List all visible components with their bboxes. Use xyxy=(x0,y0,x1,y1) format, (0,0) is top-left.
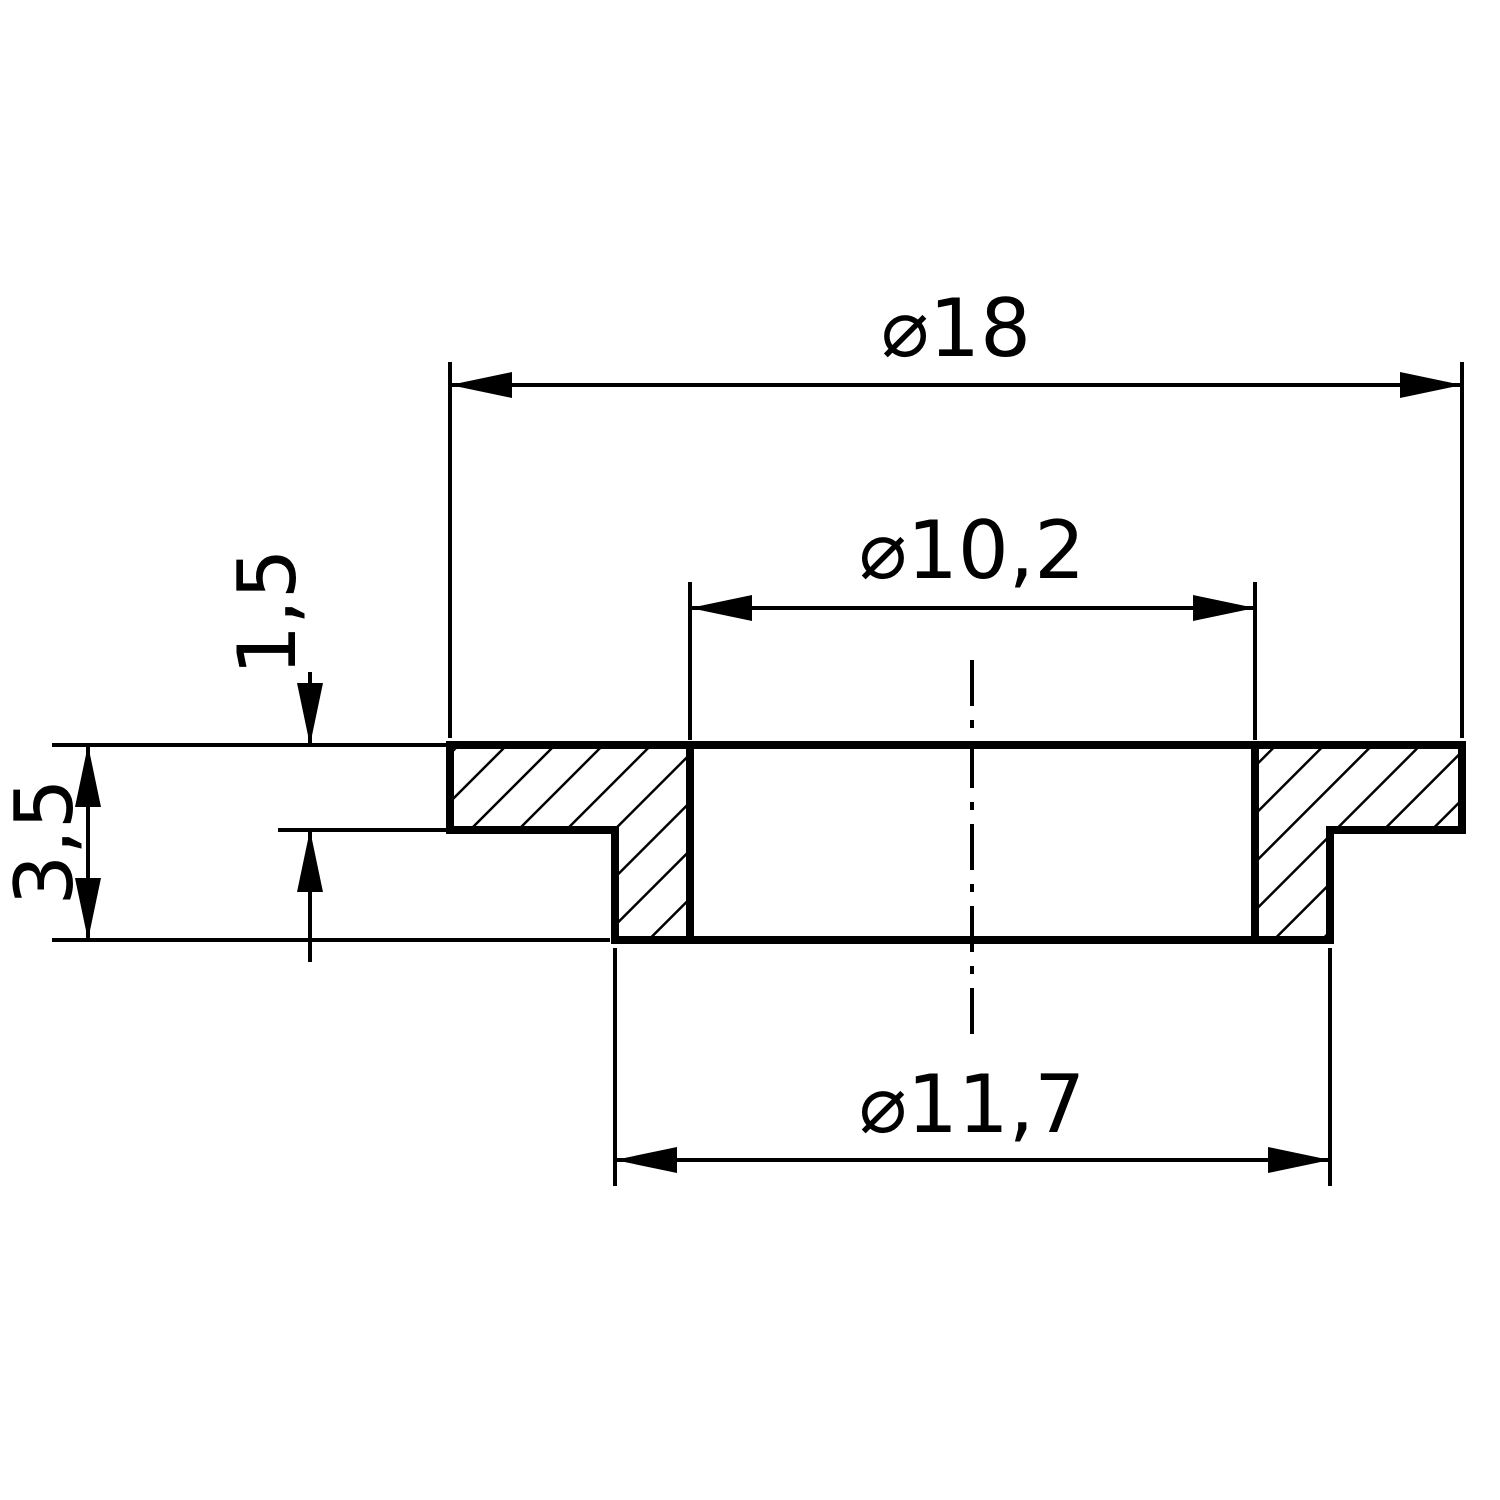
dim-flange-thickness: 1,5 xyxy=(221,548,446,962)
part-section xyxy=(446,741,1466,944)
dim-arrow-up xyxy=(297,830,323,892)
right-section-hatch xyxy=(1255,745,1462,940)
left-section-hatch xyxy=(450,745,690,940)
dim-arrow-right xyxy=(1268,1147,1330,1173)
dim-total-height: 3,5 xyxy=(0,743,610,942)
dim-arrow-right xyxy=(1400,372,1462,398)
dim-arrow-left xyxy=(615,1147,677,1173)
dim-label-bore-diameter: ⌀10,2 xyxy=(859,504,1085,597)
dim-label-flange-thickness: 1,5 xyxy=(221,548,314,675)
dim-arrow-left xyxy=(450,372,512,398)
dim-bore-diameter: ⌀10,2 xyxy=(688,504,1257,740)
dim-arrow-down xyxy=(297,683,323,745)
dim-arrow-down xyxy=(75,878,101,940)
part-outline xyxy=(446,741,1466,944)
dim-arrow-right xyxy=(1193,595,1255,621)
dim-label-boss-diameter: ⌀11,7 xyxy=(859,1058,1085,1151)
dim-label-flange-diameter: ⌀18 xyxy=(881,282,1031,375)
dim-label-total-height: 3,5 xyxy=(0,778,91,905)
dim-arrow-up xyxy=(75,745,101,807)
dim-arrow-left xyxy=(690,595,752,621)
dim-flange-diameter: ⌀18 xyxy=(448,282,1464,738)
dim-boss-diameter: ⌀11,7 xyxy=(613,948,1332,1186)
